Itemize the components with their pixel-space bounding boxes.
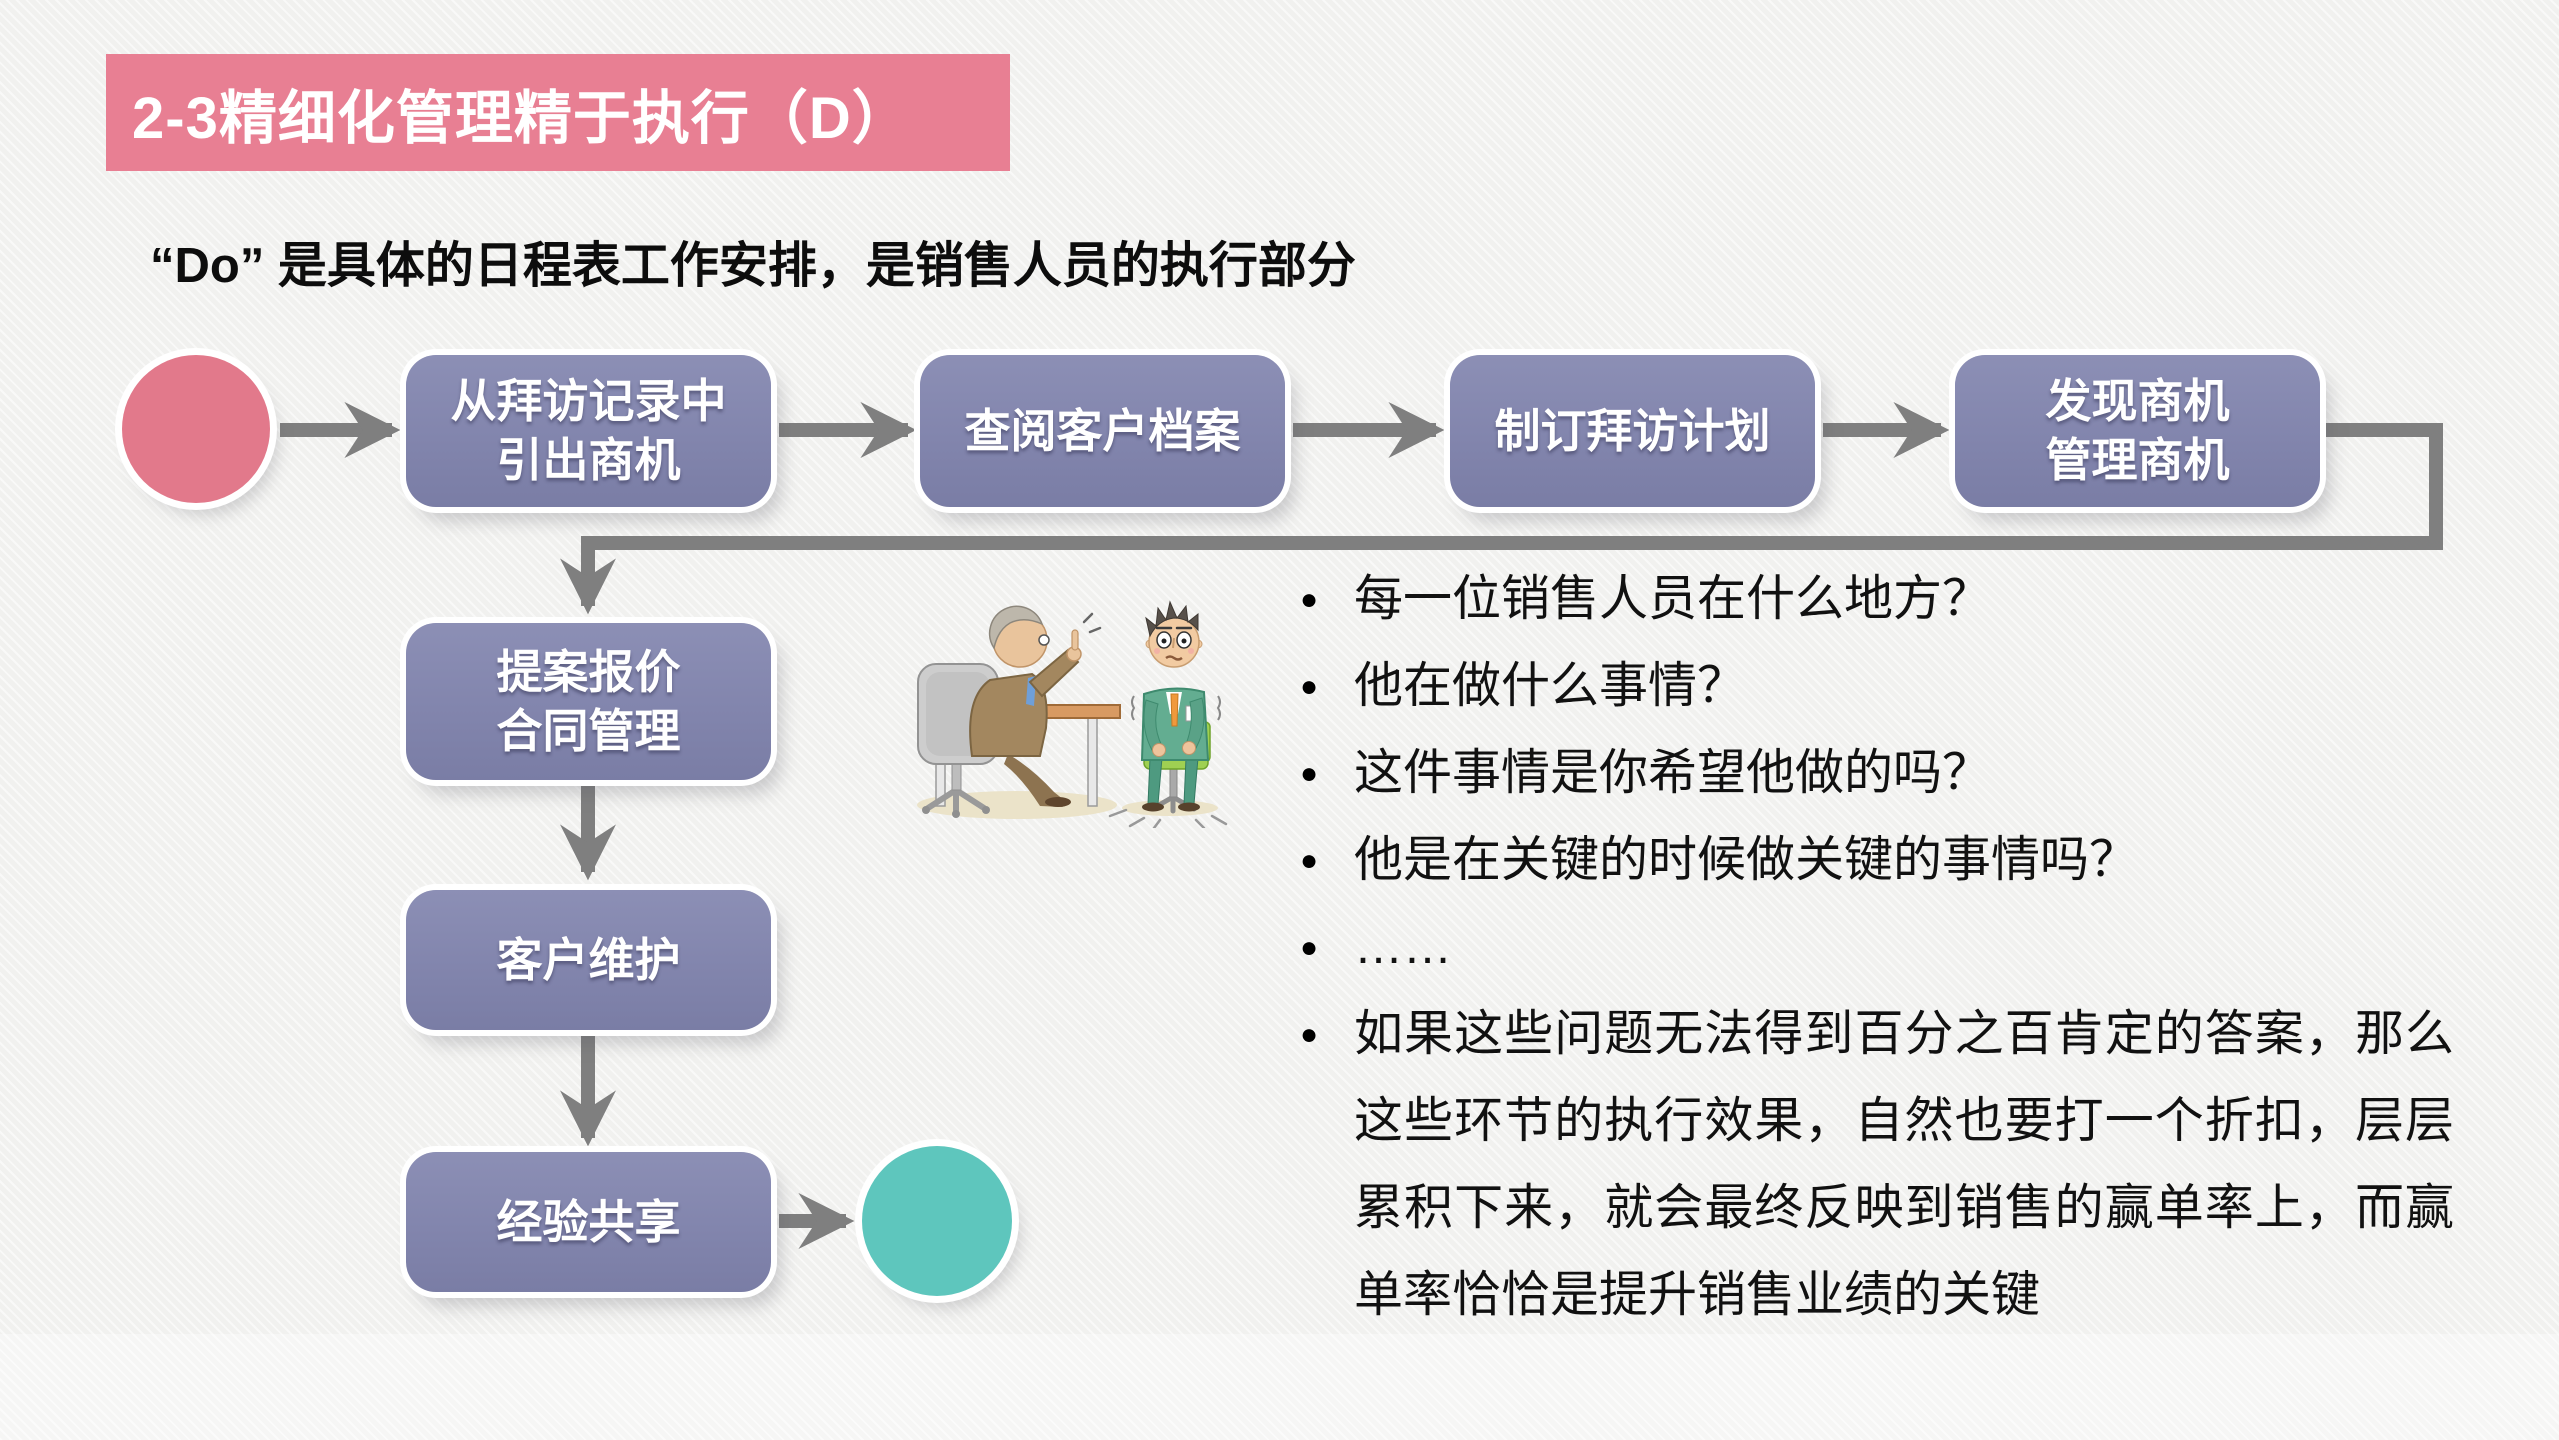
bullet-text: 他是在关键的时候做关键的事情吗？	[1354, 833, 2139, 887]
slide-title: 2-3精细化管理精于执行（D）	[132, 85, 911, 151]
list-item: ● ……	[1300, 904, 2496, 991]
flow-box-proposal-contract: 提案报价 合同管理	[406, 623, 771, 780]
list-item: ● 他是在关键的时候做关键的事情吗？	[1300, 817, 2496, 904]
bullet-icon: ●	[1300, 844, 1319, 877]
flow-box-label: 发现商机 管理商机	[2045, 375, 2230, 486]
flow-box-label: 制订拜访计划	[1494, 404, 1771, 457]
flow-start-circle	[122, 355, 270, 503]
bullet-list: ● 每一位销售人员在什么地方？ ● 他在做什么事情？ ● 这件事情是你希望他做的…	[1300, 556, 2496, 1339]
flow-box-label: 客户维护	[496, 933, 681, 986]
bullet-icon: ●	[1300, 757, 1319, 790]
bullet-text: 他在做什么事情？	[1354, 659, 1747, 713]
slide-subtitle: “Do” 是具体的日程表工作安排，是销售人员的执行部分	[150, 239, 1356, 293]
ground-shadow	[917, 791, 1117, 819]
bullet-text: ……	[1354, 920, 1452, 974]
flow-end-circle	[862, 1146, 1012, 1296]
bullet-text: 这件事情是你希望他做的吗？	[1354, 746, 1992, 800]
manager-figure	[969, 605, 1102, 807]
bullet-text: 如果这些问题无法得到百分之百肯定的答案，那么这些环节的执行效果，自然也要打一个折…	[1354, 1007, 2454, 1322]
list-item: ● 每一位销售人员在什么地方？	[1300, 556, 2496, 643]
flow-box-label: 查阅客户档案	[964, 404, 1241, 457]
flow-box-customer-maintenance: 客户维护	[406, 890, 771, 1030]
list-item: ● 如果这些问题无法得到百分之百肯定的答案，那么这些环节的执行效果，自然也要打一…	[1300, 991, 2496, 1339]
flow-box-opportunity: 发现商机 管理商机	[1955, 355, 2320, 507]
flow-box-label: 从拜访记录中 引出商机	[450, 375, 727, 486]
bullet-icon: ●	[1300, 583, 1319, 616]
flow-box-experience-sharing: 经验共享	[406, 1152, 771, 1292]
salesman-figure	[1108, 600, 1228, 828]
flow-box-label: 提案报价 合同管理	[496, 645, 681, 757]
ground-shadow	[1122, 800, 1218, 816]
bullet-icon: ●	[1300, 931, 1319, 964]
flow-box-customer-files: 查阅客户档案	[920, 355, 1285, 507]
bullet-icon: ●	[1300, 1018, 1319, 1051]
title-banner: 2-3精细化管理精于执行（D）	[106, 54, 1010, 171]
desk	[923, 704, 1121, 807]
meeting-cartoon-illustration	[917, 600, 1228, 828]
list-item: ● 这件事情是你希望他做的吗？	[1300, 730, 2496, 817]
bullet-icon: ●	[1300, 670, 1319, 703]
office-chair	[917, 663, 1029, 818]
footer-strip	[0, 1334, 2559, 1440]
flow-box-label: 经验共享	[496, 1195, 681, 1248]
flow-box-visit-plan: 制订拜访计划	[1450, 355, 1815, 507]
list-item: ● 他在做什么事情？	[1300, 643, 2496, 730]
flow-box-visit-records: 从拜访记录中 引出商机	[406, 355, 771, 507]
bullet-text: 每一位销售人员在什么地方？	[1354, 572, 1992, 626]
